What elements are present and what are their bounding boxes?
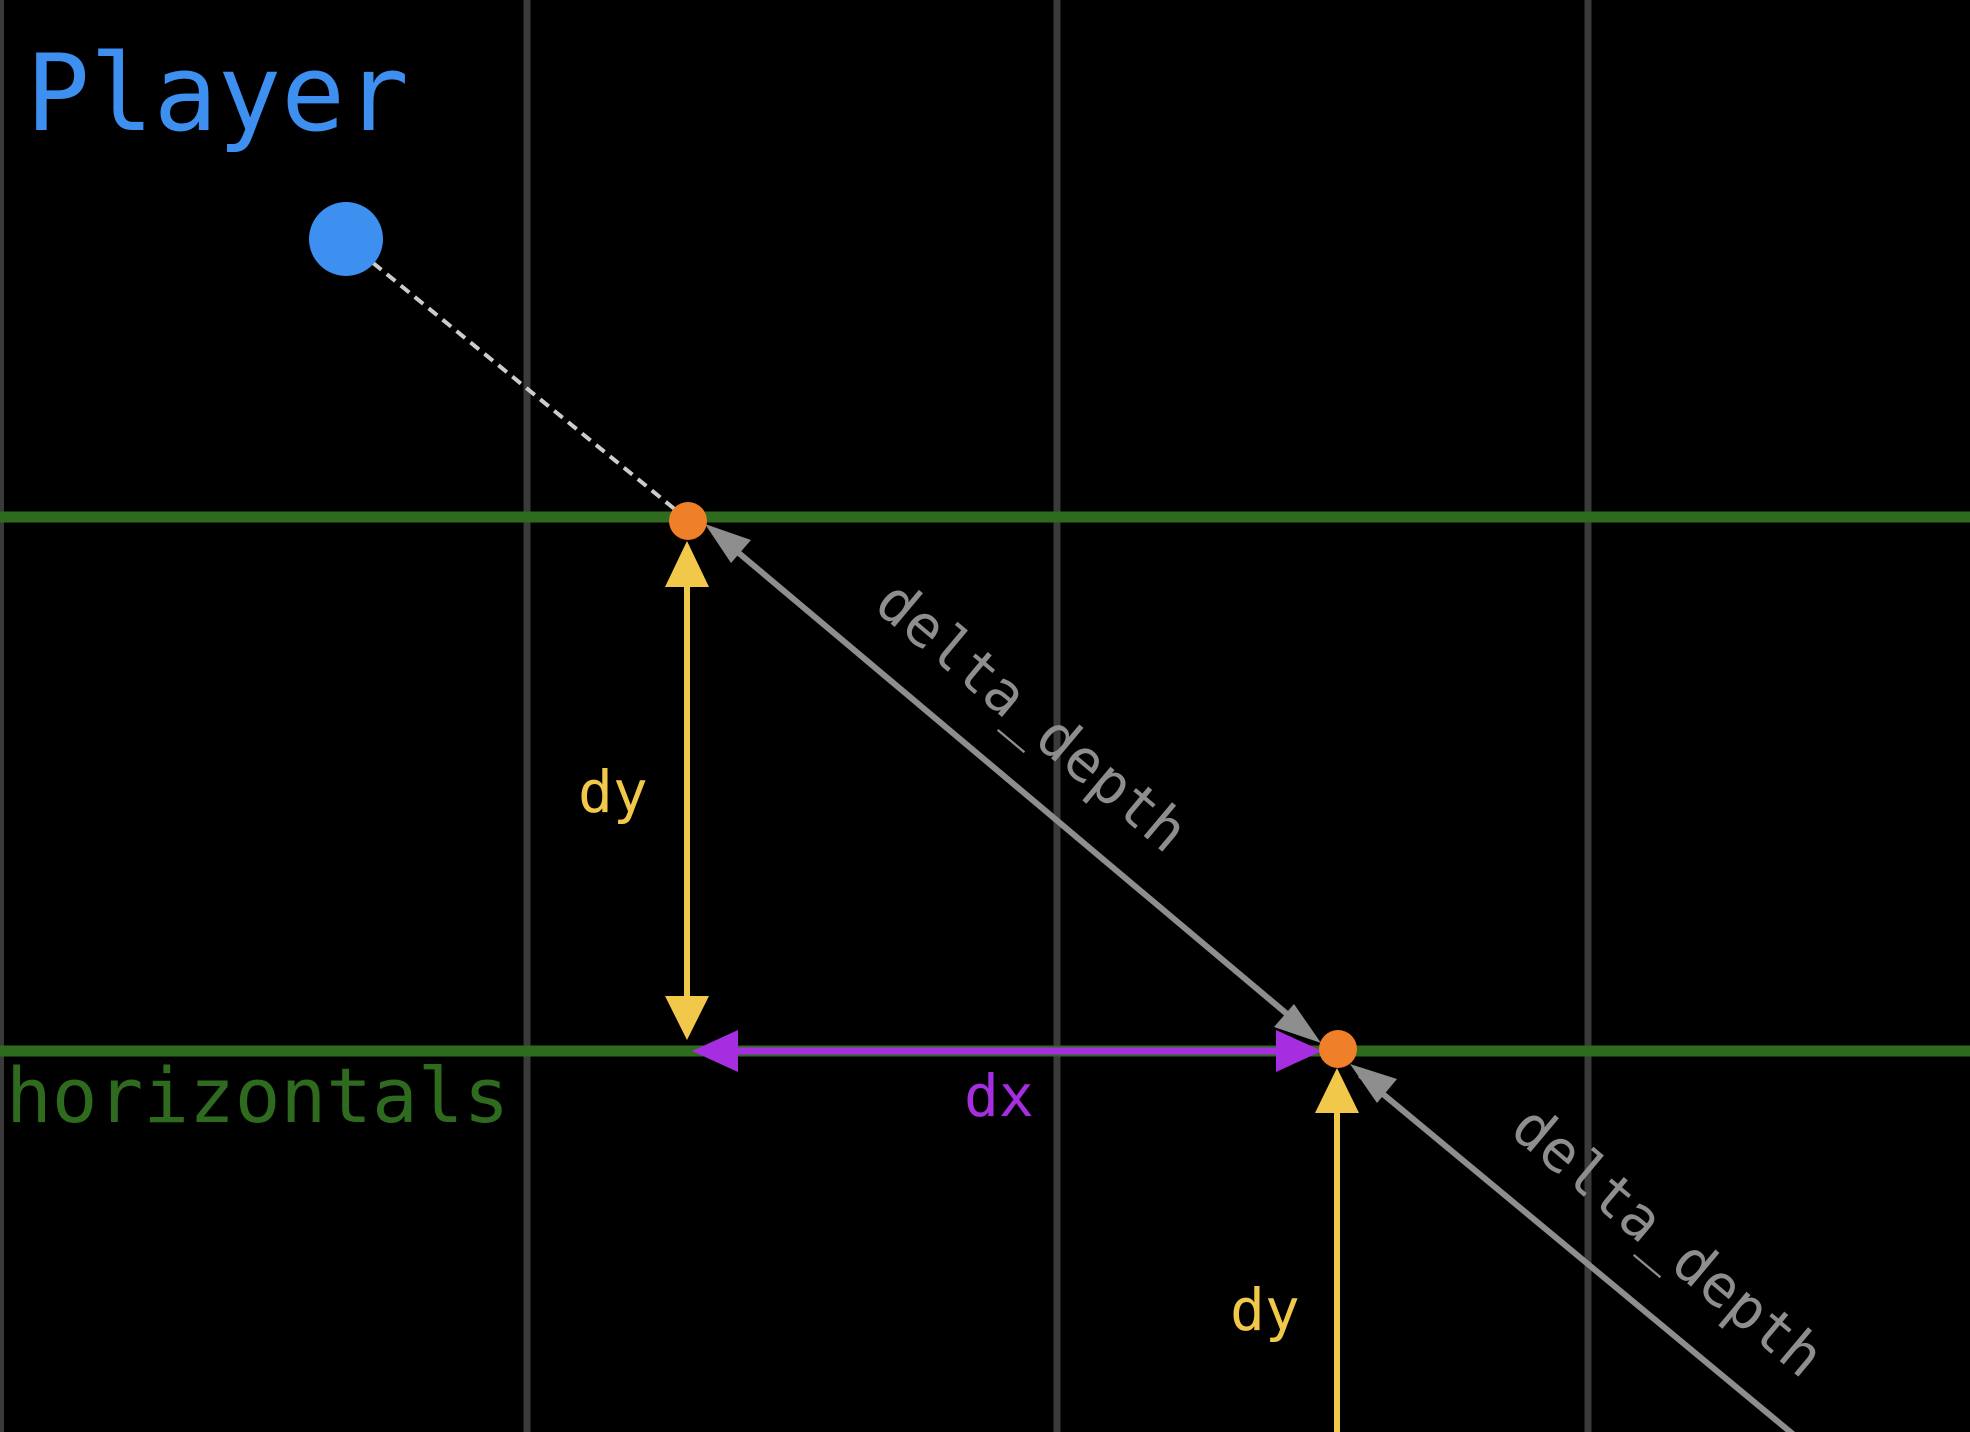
intersection-point-second [1319,1030,1357,1068]
delta-depth-arrow-second [1358,1072,1796,1432]
ray-dashed-segment [343,238,690,522]
delta-depth-arrowhead [1350,1064,1397,1103]
player-dot [309,202,383,276]
vertical-grid-lines [0,0,1592,1432]
delta-depth-label-first: delta_depth [863,567,1201,866]
delta-depth-arrowhead [1274,1004,1321,1043]
dy-arrowhead-up [1315,1068,1359,1113]
dy-label-second: dy [1230,1276,1300,1344]
horizontal-lines [0,511,1970,1057]
dy-label-first: dy [578,758,648,826]
intersection-point-first [669,502,707,540]
horizontals-label: horizontals [6,1051,509,1140]
dx-label: dx [964,1062,1034,1130]
dy-arrowhead-down [665,996,709,1040]
delta-depth-label-second: delta_depth [1499,1092,1837,1391]
dy-arrowhead-up [665,541,709,587]
player-label: Player [26,32,409,155]
dx-arrowhead-left [692,1030,738,1072]
delta-depth-arrow-first [713,530,1314,1038]
dx-arrowhead-right [1276,1030,1322,1072]
delta-depth-arrowhead [705,524,751,563]
